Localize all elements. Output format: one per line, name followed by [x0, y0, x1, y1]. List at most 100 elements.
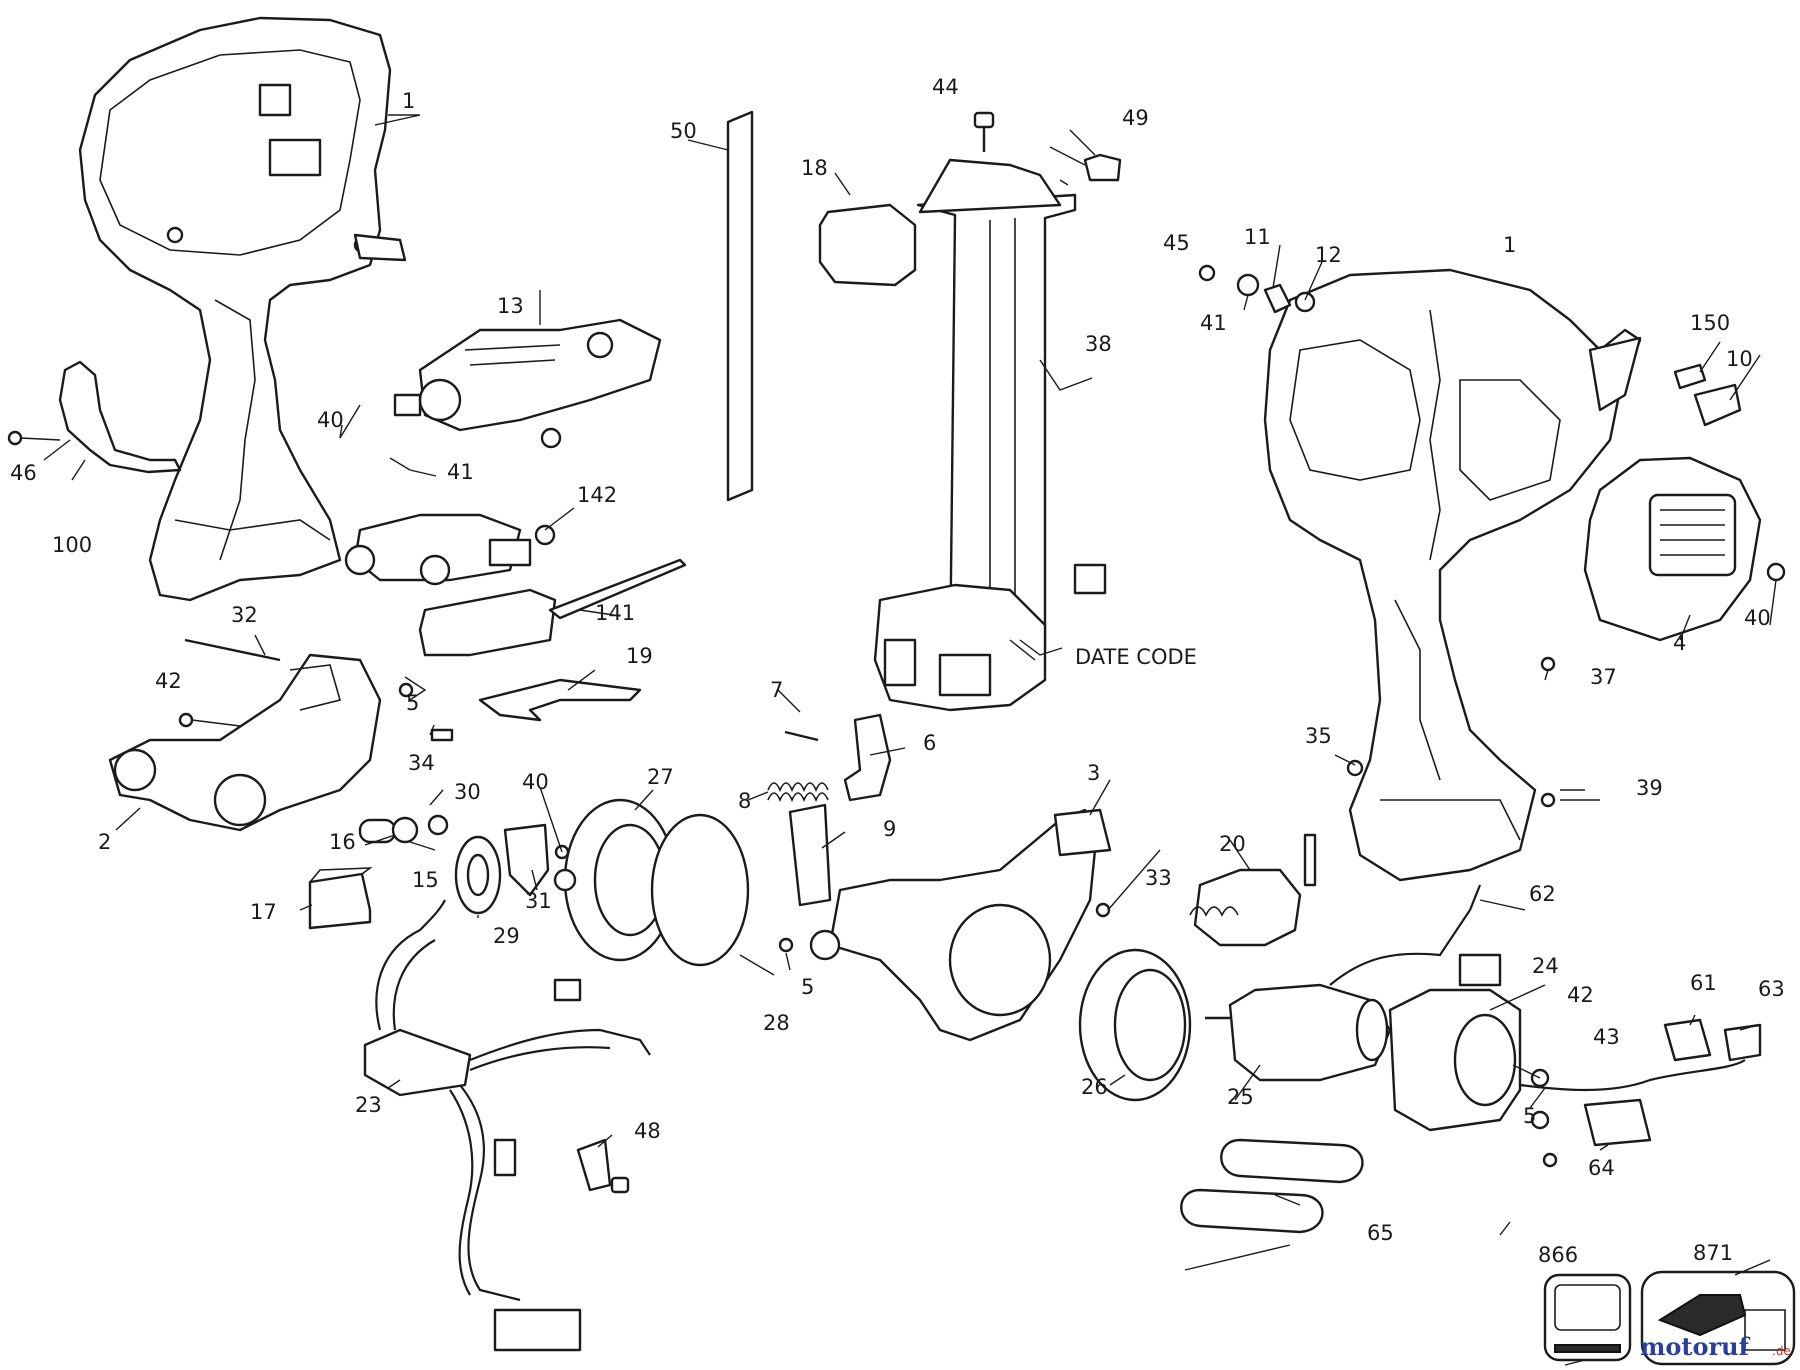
label-31: 31 [525, 889, 552, 913]
label-41-a: 41 [447, 460, 474, 484]
wire-61-63 [1519, 1059, 1746, 1092]
part-29-washer [454, 835, 502, 915]
label-64: 64 [1588, 1156, 1615, 1180]
part-44-screw [973, 111, 995, 152]
part-number-labels: 1 1 2 3 4 5 5 5 6 7 8 9 10 11 12 13 15 1… [10, 75, 1785, 1267]
label-29: 29 [493, 924, 520, 948]
label-20: 20 [1219, 832, 1246, 856]
part-27-clutch [553, 798, 677, 962]
part-141-selector [418, 558, 687, 657]
label-41-b: 41 [1200, 311, 1227, 335]
label-150: 150 [1690, 311, 1730, 335]
label-65: 65 [1367, 1221, 1394, 1245]
part-9-latch [788, 803, 832, 907]
part-3-plate [809, 808, 1112, 1042]
part-31-plate [503, 823, 550, 897]
label-43: 43 [1593, 1025, 1620, 1049]
part-871-charger [1640, 1270, 1796, 1366]
part-1-housing-left [78, 16, 407, 602]
label-27: 27 [647, 765, 674, 789]
label-28: 28 [763, 1011, 790, 1035]
label-34: 34 [408, 751, 435, 775]
label-2: 2 [98, 830, 111, 854]
part-61-switch [1663, 1018, 1712, 1062]
part-49-clip [1083, 153, 1122, 182]
label-45: 45 [1163, 231, 1190, 255]
label-871: 871 [1693, 1241, 1733, 1265]
label-61: 61 [1690, 971, 1717, 995]
label-17: 17 [250, 900, 277, 924]
label-33: 33 [1145, 866, 1172, 890]
part-18-bumper [818, 203, 917, 287]
label-32: 32 [231, 603, 258, 627]
label-18: 18 [801, 156, 828, 180]
part-5-pin-center [778, 937, 794, 953]
label-3: 3 [1087, 761, 1100, 785]
label-37: 37 [1590, 665, 1617, 689]
label-44: 44 [932, 75, 959, 99]
part-64-terminal-block [1583, 1098, 1652, 1147]
label-19: 19 [626, 644, 653, 668]
part-24-motor-housing [1388, 988, 1522, 1132]
label-24: 24 [1532, 954, 1559, 978]
label-39: 39 [1636, 776, 1663, 800]
part-28-ring [650, 813, 750, 967]
small-parts-left [178, 682, 454, 844]
part-10-button [1693, 383, 1742, 427]
part-100-belt-hook [58, 360, 182, 474]
part-25-armature [1205, 983, 1392, 1082]
part-866-battery [1543, 1273, 1632, 1362]
part-38-magazine [873, 158, 1077, 712]
part-7-pin [784, 730, 819, 742]
leader-lines [43, 114, 1777, 1366]
part-48-bracket [576, 1138, 630, 1194]
label-142: 142 [577, 483, 617, 507]
label-30: 30 [454, 780, 481, 804]
label-11: 11 [1244, 225, 1271, 249]
label-6: 6 [923, 731, 936, 755]
label-49: 49 [1122, 106, 1149, 130]
part-46-screw [7, 430, 61, 446]
label-9: 9 [883, 817, 896, 841]
part-150-label [1673, 363, 1707, 390]
label-7: 7 [770, 678, 783, 702]
part-62-sensor [1329, 884, 1502, 987]
small-clip-center [1073, 563, 1107, 595]
label-46: 46 [10, 461, 37, 485]
label-date-code: DATE CODE [1075, 645, 1197, 669]
watermark-suffix: .de [1772, 1344, 1791, 1358]
label-62: 62 [1529, 882, 1556, 906]
label-1-right: 1 [1503, 233, 1516, 257]
part-13-switch-assembly [393, 318, 662, 449]
label-42-a: 42 [155, 669, 182, 693]
label-4: 4 [1673, 631, 1686, 655]
label-12: 12 [1315, 243, 1342, 267]
label-40-c: 40 [1744, 606, 1771, 630]
label-40-b: 40 [522, 770, 549, 794]
part-23-circuit-board [363, 899, 651, 1352]
part-63-connector [1723, 1023, 1762, 1062]
label-23: 23 [355, 1093, 382, 1117]
part-20-gear [1189, 833, 1317, 947]
label-38: 38 [1085, 332, 1112, 356]
part-50-strip [726, 110, 754, 502]
part-6-lever [843, 713, 892, 802]
part-17-block [308, 867, 373, 930]
label-25: 25 [1227, 1085, 1254, 1109]
part-4-end-cap [1583, 456, 1762, 642]
label-50: 50 [670, 119, 697, 143]
label-8: 8 [738, 789, 751, 813]
label-5-b: 5 [801, 975, 814, 999]
part-142-trigger-mechanism [344, 513, 556, 586]
part-65-cylinders [1180, 1138, 1364, 1234]
label-16: 16 [329, 830, 356, 854]
label-48: 48 [634, 1119, 661, 1143]
part-19-spring-plate [478, 678, 642, 722]
label-63: 63 [1758, 977, 1785, 1001]
label-40-a: 40 [317, 408, 344, 432]
watermark-logo: motoruf .de [1640, 1332, 1791, 1361]
label-35: 35 [1305, 724, 1332, 748]
part-32-shaft [184, 638, 281, 662]
part-2-frame [108, 653, 382, 832]
